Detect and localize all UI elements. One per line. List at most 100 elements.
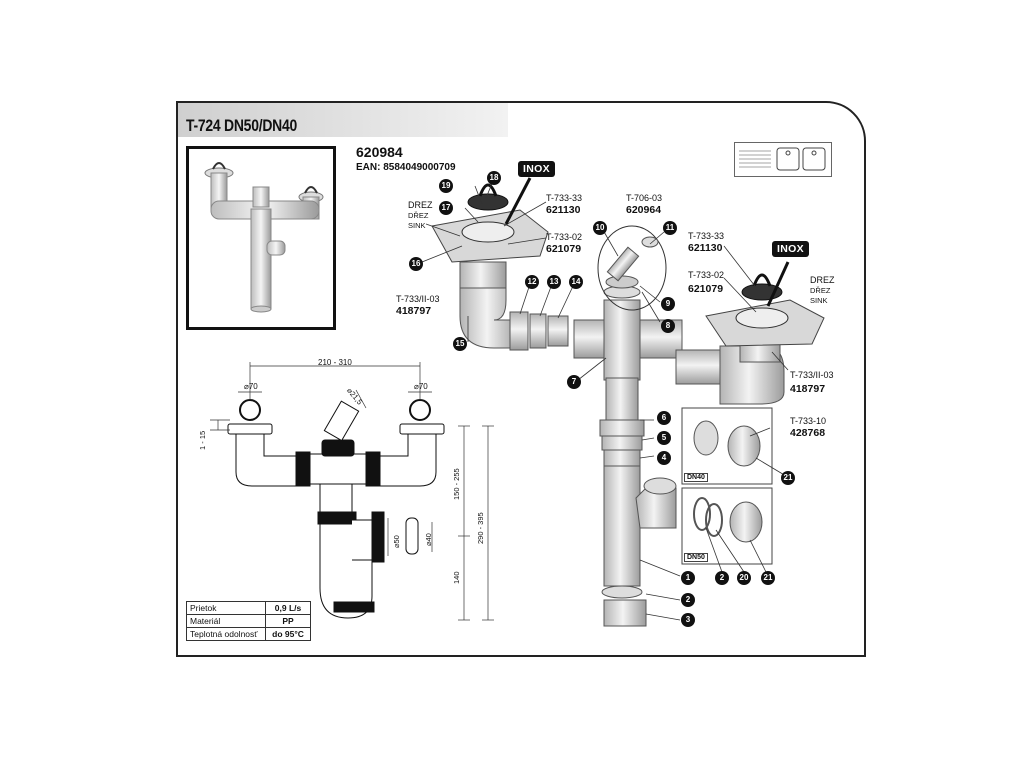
left-outlet-body (459, 261, 507, 289)
left-ring-13 (529, 313, 547, 349)
spec-row: Materiál PP (186, 614, 311, 628)
part-badge-13: 13 (547, 275, 561, 289)
right-t733-33-code: 621130 (688, 242, 723, 254)
part-badge-4: 4 (657, 451, 671, 465)
spec-label: Materiál (186, 614, 266, 628)
left-t733-ii03-code: 418797 (396, 305, 432, 317)
t706-03-code: 620964 (626, 204, 662, 216)
product-title: T-724 DN50/DN40 (186, 116, 297, 135)
inox-arrow-left (504, 177, 532, 225)
right-inox-badge: INOX (772, 241, 809, 257)
part-badge-18: 18 (487, 171, 501, 185)
center-tee-vertical (603, 299, 641, 381)
dimension-lines (210, 362, 494, 621)
part-badge-2: 2 (681, 593, 695, 607)
dim-h-total: 290 - 395 (476, 512, 485, 544)
left-t733-02-code: 621079 (546, 243, 582, 255)
part-badge-12: 12 (525, 275, 539, 289)
right-arm-nut (675, 349, 721, 385)
part-badge-1: 1 (681, 571, 695, 585)
part-badge-9: 9 (661, 297, 675, 311)
inlet-spigot-10 (606, 246, 640, 282)
part-badge-21: 21 (781, 471, 795, 485)
part-badge-3: 3 (681, 613, 695, 627)
left-t733-33-label: T-733-33 (546, 193, 583, 203)
dim-h-lower: 140 (452, 571, 461, 584)
double-sink-icon (734, 142, 832, 177)
spec-value: do 95°C (265, 627, 311, 641)
t706-03-label: T-706-03 (626, 193, 663, 203)
ean-code: EAN: 8584049000709 (356, 162, 456, 173)
dn50-tag: DN50 (684, 553, 708, 562)
product-photo-illustration (204, 162, 324, 313)
right-drez-label: DREZ (810, 275, 835, 285)
left-spigot-14 (547, 315, 569, 347)
dim-dia-left: ⌀70 (244, 382, 258, 391)
product-code: 620984 (356, 144, 403, 160)
left-plug (467, 193, 509, 211)
dim-dia-right: ⌀70 (414, 382, 428, 391)
technical-drawing (227, 399, 445, 619)
right-drez-cz-label: DŘEZ (810, 286, 831, 295)
dim-dia-50: ⌀50 (392, 535, 401, 548)
left-nut-12 (509, 311, 529, 351)
nut-4 (603, 449, 641, 467)
right-t733-02-code: 621079 (688, 283, 724, 295)
part-badge-8: 8 (661, 319, 675, 333)
inlet-cap-11 (641, 236, 659, 248)
leader-lines (421, 180, 789, 621)
left-strainer (461, 221, 515, 243)
part-badge-10: 10 (593, 221, 607, 235)
spec-row: Teplotná odolnosť do 95°C (186, 627, 311, 641)
right-sink-label: SINK (810, 296, 828, 305)
dim-offset: 1 - 15 (198, 430, 207, 450)
dim-width-range: 210 - 310 (318, 358, 352, 367)
part-badge-2: 2 (715, 571, 729, 585)
spec-label: Prietok (186, 601, 266, 615)
right-t733-02-label: T-733-02 (688, 270, 725, 280)
title-bar (178, 103, 508, 137)
spec-value: PP (265, 614, 311, 628)
inox-arrow-right (766, 261, 790, 307)
siphon-body-1 (603, 465, 641, 587)
part-badge-5: 5 (657, 431, 671, 445)
right-strainer (735, 307, 789, 329)
part-badge-21: 21 (761, 571, 775, 585)
part-badge-20: 20 (737, 571, 751, 585)
right-t733-ii03-code: 418797 (790, 383, 826, 395)
spec-row: Prietok 0,9 L/s (186, 601, 311, 615)
part-badge-6: 6 (657, 411, 671, 425)
t733-10-code: 428768 (790, 427, 826, 439)
cap-3 (603, 599, 647, 627)
dim-h-upper: 150 - 255 (452, 468, 461, 500)
left-sink-label: SINK (408, 221, 426, 230)
dn40-tag: DN40 (684, 473, 708, 482)
right-t733-ii03-label: T-733/II-03 (790, 370, 834, 380)
pipe-section-6 (605, 377, 639, 421)
left-t733-02-label: T-733-02 (546, 232, 583, 242)
nut-6 (599, 419, 645, 437)
inlet-circle-callout (597, 225, 667, 311)
dim-dia-40: ⌀40 (424, 533, 433, 546)
part-badge-15: 15 (453, 337, 467, 351)
right-t733-33-label: T-733-33 (688, 231, 725, 241)
part-badge-11: 11 (663, 221, 677, 235)
product-photo (186, 146, 336, 330)
left-drez-cz-label: DŘEZ (408, 211, 429, 220)
right-plug-chain-ring (752, 273, 772, 287)
spec-label: Teplotná odolnosť (186, 627, 266, 641)
ring-2 (601, 585, 643, 599)
part-badge-16: 16 (409, 257, 423, 271)
inlet-nut-9 (605, 275, 639, 289)
t733-10-label: T-733-10 (790, 416, 827, 426)
left-plug-chain-ring (478, 183, 498, 197)
part-badge-19: 19 (439, 179, 453, 193)
right-outlet-body (739, 343, 781, 363)
part-badge-7: 7 (567, 375, 581, 389)
spec-value: 0,9 L/s (265, 601, 311, 615)
part-badge-14: 14 (569, 275, 583, 289)
ring-5 (601, 435, 643, 451)
left-drez-label: DREZ (408, 200, 433, 210)
left-inox-badge: INOX (518, 161, 555, 177)
